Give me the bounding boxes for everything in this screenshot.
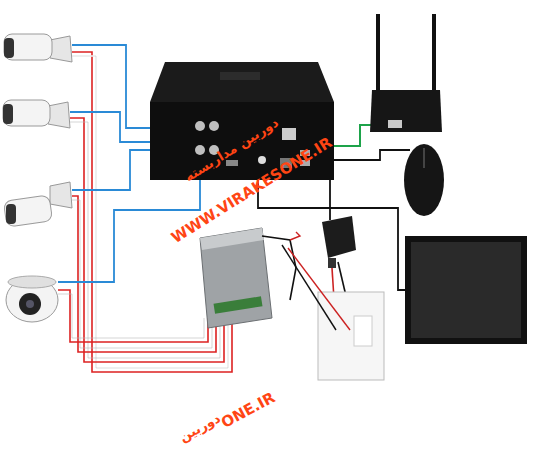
bullet-camera [3,182,72,227]
wall-switch [282,245,384,380]
monitor [405,236,527,344]
watermark-text: ONE.IR [218,389,277,431]
router [370,14,442,132]
bullet-camera [4,34,72,62]
watermark-text: دوربین [177,411,223,444]
dome-camera [6,276,58,322]
mouse [404,144,444,216]
bullet-camera [3,100,70,128]
power-supply [200,228,300,328]
